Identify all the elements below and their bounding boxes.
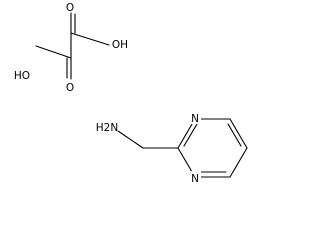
bond-double-inner-1 <box>183 123 198 147</box>
nitrogen-top-mask <box>189 111 201 124</box>
bond-c6-c5 <box>229 118 248 149</box>
amine-label: H2N <box>96 122 118 134</box>
oxygen-bottom-label: O <box>66 82 74 94</box>
oxalic-acid: O OH HO O <box>14 2 128 94</box>
structure-canvas: O OH HO O H2N N N <box>14 2 248 185</box>
bond-c5-c4 <box>229 147 248 178</box>
nitrogen-bottom-mask <box>189 171 201 184</box>
bond-double-inner-2 <box>227 123 242 147</box>
ring-nitrogen-top-label: N <box>191 113 199 125</box>
bond-n-ch2 <box>117 130 144 149</box>
pyrimidinylmethanamine: H2N N N <box>96 111 248 185</box>
hydroxyl-left-label: HO <box>14 70 30 82</box>
bond-c2-oh <box>70 32 110 46</box>
bond-c1-ho <box>35 45 72 59</box>
hydroxyl-right-label: OH <box>112 39 128 51</box>
ring-nitrogen-bottom-label: N <box>191 173 199 185</box>
oxygen-top-label: O <box>66 2 74 14</box>
